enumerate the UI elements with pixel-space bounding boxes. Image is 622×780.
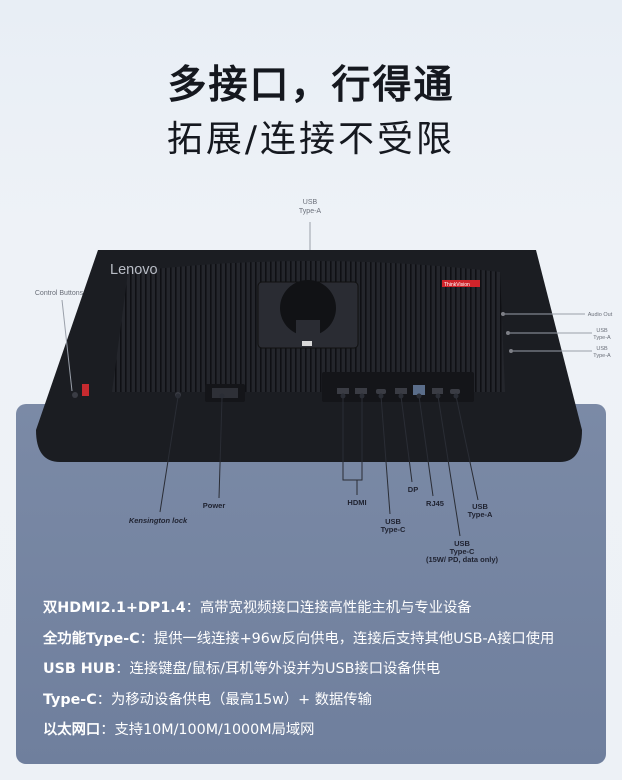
label-usbc2-c: (15W/ PD, data only) bbox=[426, 555, 499, 564]
headline-main: 多接口，行得通 bbox=[167, 63, 455, 108]
label-control-buttons: Control Buttons bbox=[35, 290, 84, 297]
label-side-usb-1b: Type-A bbox=[593, 335, 611, 341]
label-top-usb-a-2: Type-A bbox=[299, 208, 322, 215]
feature-desc: ：连接键盘/鼠标/耳机等外设并为USB接口设备供电 bbox=[115, 661, 441, 677]
feature-desc: ：提供一线连接+96w反向供电，连接后支持其他USB-A接口使用 bbox=[139, 630, 555, 647]
label-hdmi: HDMI bbox=[347, 498, 366, 507]
feature-item: 以太网口：支持10M/100M/1000M局域网 bbox=[43, 720, 603, 751]
label-top-usb-a-1: USB bbox=[303, 199, 318, 206]
label-usba-a: USB bbox=[472, 502, 488, 511]
feature-item: USB HUB：连接键盘/鼠标/耳机等外设并为USB接口设备供电 bbox=[43, 659, 603, 690]
label-usbc2-a: USB bbox=[454, 539, 470, 548]
feature-item: 全功能Type-C：提供一线连接+96w反向供电，连接后支持其他USB-A接口使… bbox=[43, 629, 603, 660]
feature-panel bbox=[16, 404, 606, 764]
feature-title: Type-C bbox=[43, 691, 97, 708]
label-audio-out: Audio Out bbox=[588, 312, 613, 318]
dp-port bbox=[395, 388, 407, 394]
feature-title: 以太网口 bbox=[43, 722, 101, 738]
label-usbc1-b: Type-C bbox=[381, 525, 406, 534]
label-usba-b: Type-A bbox=[468, 510, 493, 519]
brand-logo: Lenovo bbox=[110, 262, 158, 278]
usba-port bbox=[432, 388, 443, 394]
label-power: Power bbox=[203, 501, 226, 510]
control-buttons bbox=[82, 384, 89, 396]
badge-text: ThinkVision bbox=[444, 282, 470, 288]
usbc-port-2 bbox=[450, 389, 460, 394]
label-dp: DP bbox=[408, 485, 418, 494]
label-usbc1-a: USB bbox=[385, 517, 401, 526]
hdmi-port-1 bbox=[337, 388, 349, 394]
stand-hole bbox=[280, 280, 336, 336]
badge bbox=[442, 280, 480, 287]
feature-list: 双HDMI2.1+DP1.4：高带宽视频接口连接高性能主机与专业设备 全功能Ty… bbox=[43, 598, 603, 751]
label-side-usb-2a: USB bbox=[596, 346, 608, 352]
feature-title: 双HDMI2.1+DP1.4 bbox=[43, 600, 186, 616]
label-rj45: RJ45 bbox=[426, 499, 444, 508]
usbc-port-1 bbox=[376, 389, 386, 394]
label-kensington: Kensington lock bbox=[129, 516, 188, 525]
label-side-usb-2b: Type-A bbox=[593, 353, 611, 359]
rj45-port bbox=[413, 385, 425, 395]
feature-title: USB HUB bbox=[43, 661, 116, 677]
feature-desc: ：为移动设备供电（最高15w）+ 数据传输 bbox=[96, 691, 372, 708]
feature-item: 双HDMI2.1+DP1.4：高带宽视频接口连接高性能主机与专业设备 bbox=[43, 598, 603, 629]
label-side-usb-1a: USB bbox=[596, 328, 608, 334]
hdmi-port-2 bbox=[355, 388, 367, 394]
label-usbc2-b: Type-C bbox=[450, 547, 475, 556]
feature-item: Type-C：为移动设备供电（最高15w）+ 数据传输 bbox=[43, 690, 603, 721]
feature-title: 全功能Type-C bbox=[43, 630, 140, 647]
monitor-rear-diagram: Lenovo ThinkVision USB Type-A Control B bbox=[35, 199, 613, 564]
headline-sub: 拓展/连接不受限 bbox=[166, 119, 456, 160]
feature-desc: ：支持10M/100M/1000M局域网 bbox=[100, 722, 315, 738]
feature-desc: ：高带宽视频接口连接高性能主机与专业设备 bbox=[185, 600, 472, 616]
